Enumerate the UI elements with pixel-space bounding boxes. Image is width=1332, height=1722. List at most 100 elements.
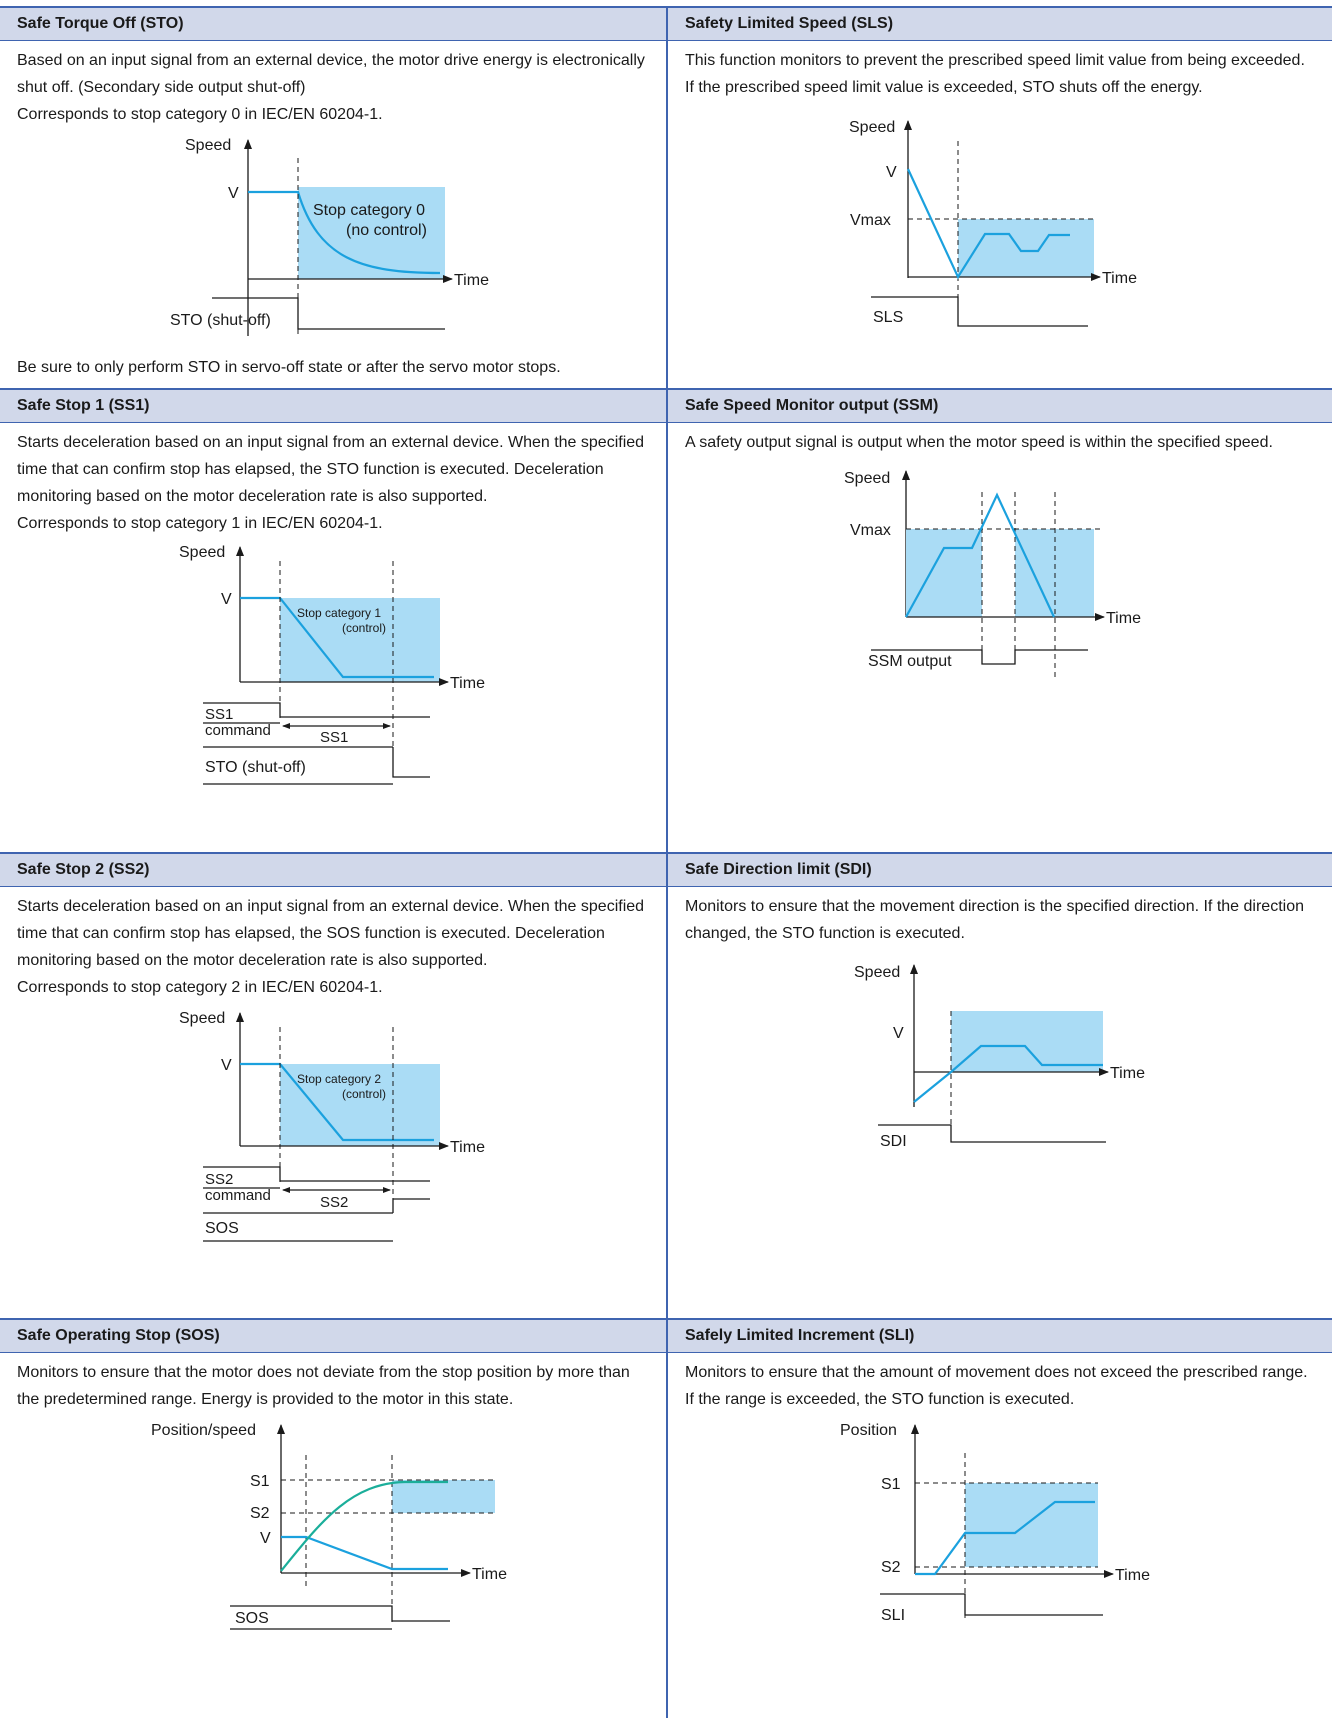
row-ss1-ssm: Safe Stop 1 (SS1) Starts deceleration ba… xyxy=(0,388,1332,852)
sli-diagram: Position Time S1 S2 SLI xyxy=(668,1413,1332,1653)
ss2-span-label: SS2 xyxy=(320,1194,348,1211)
sdi-v-label: V xyxy=(893,1025,904,1042)
cell-ss1: Safe Stop 1 (SS1) Starts deceleration ba… xyxy=(0,388,667,852)
sli-speed-label: Position xyxy=(840,1422,897,1439)
sto-diagram: Speed Time V Stop category 0 (no control… xyxy=(0,128,666,346)
ss2-stop-zone xyxy=(280,1064,440,1146)
sdi-time-label: Time xyxy=(1110,1065,1145,1082)
sli-zone xyxy=(965,1483,1098,1567)
ss2-speed-curve xyxy=(240,1062,434,1142)
cell-sls: Safety Limited Speed (SLS) This function… xyxy=(666,6,1332,388)
sls-time-label: Time xyxy=(1102,270,1137,287)
sto-stop-zone xyxy=(298,187,445,279)
cell-ssm: Safe Speed Monitor output (SSM) A safety… xyxy=(666,388,1332,852)
ss2-zone-label-1: Stop category 2 xyxy=(297,1072,381,1086)
safety-functions-table: Safe Torque Off (STO) Based on an input … xyxy=(0,6,1332,1718)
sto-speed-curve xyxy=(248,190,441,275)
sli-position-curve xyxy=(915,1500,1095,1576)
ss2-desc-2: Corresponds to stop category 2 in IEC/EN… xyxy=(17,979,383,996)
sli-desc: Monitors to ensure that the amount of mo… xyxy=(685,1364,1308,1408)
ss1-signal-label: STO (shut-off) xyxy=(205,759,306,776)
ss2-command-label-1: SS2 xyxy=(205,1171,233,1188)
ss2-command-line xyxy=(203,1166,430,1182)
sto-desc-2: Corresponds to stop category 0 in IEC/EN… xyxy=(17,106,383,123)
sto-note: Be sure to only perform STO in servo-off… xyxy=(17,359,561,376)
sto-signal-label: STO (shut-off) xyxy=(170,312,271,329)
cell-ss2: Safe Stop 2 (SS2) Starts deceleration ba… xyxy=(0,852,667,1318)
sdi-desc: Monitors to ensure that the movement dir… xyxy=(685,898,1304,942)
sdi-signal-label: SDI xyxy=(880,1133,907,1150)
sdi-signal-line xyxy=(878,1124,1106,1143)
header-ss2: Safe Stop 2 (SS2) xyxy=(0,852,666,887)
sli-signal-label: SLI xyxy=(881,1607,905,1624)
sos-desc: Monitors to ensure that the motor does n… xyxy=(17,1364,630,1408)
sos-signal-line xyxy=(230,1605,450,1622)
ss2-zone-label-2: (control) xyxy=(342,1087,386,1101)
ss1-command-line xyxy=(203,702,430,718)
sto-v-label: V xyxy=(228,185,239,202)
sls-desc: This function monitors to prevent the pr… xyxy=(685,52,1305,96)
sos-s1-label: S1 xyxy=(250,1473,270,1490)
sto-desc-1: Based on an input signal from an externa… xyxy=(17,52,645,96)
sos-diagram: Position/speed Time S1 S2 V SOS xyxy=(0,1413,666,1663)
cell-sto: Safe Torque Off (STO) Based on an input … xyxy=(0,6,667,388)
sls-signal-label: SLS xyxy=(873,309,903,326)
ss2-time-label: Time xyxy=(450,1139,485,1156)
header-sos: Safe Operating Stop (SOS) xyxy=(0,1318,666,1353)
sli-time-label: Time xyxy=(1115,1567,1150,1584)
row-sos-sli: Safe Operating Stop (SOS) Monitors to en… xyxy=(0,1318,1332,1718)
sos-signal-label: SOS xyxy=(235,1610,269,1627)
sos-time-label: Time xyxy=(472,1566,507,1583)
ss2-speed-label: Speed xyxy=(179,1010,225,1027)
sos-speed-label: Position/speed xyxy=(151,1422,256,1439)
header-sto: Safe Torque Off (STO) xyxy=(0,6,666,41)
ss1-zone-label-1: Stop category 1 xyxy=(297,606,381,620)
sls-v-label: V xyxy=(886,164,897,181)
ss1-desc-1: Starts deceleration based on an input si… xyxy=(17,434,645,505)
sli-signal-line xyxy=(880,1593,1103,1616)
sls-vmax-label: Vmax xyxy=(850,212,891,229)
sto-zone-label-2: (no control) xyxy=(346,222,427,239)
ss2-v-label: V xyxy=(221,1057,232,1074)
ss1-desc-2: Corresponds to stop category 1 in IEC/EN… xyxy=(17,515,383,532)
ss2-signal-line xyxy=(392,1198,430,1213)
header-sdi: Safe Direction limit (SDI) xyxy=(668,852,1332,887)
row-ss2-sdi: Safe Stop 2 (SS2) Starts deceleration ba… xyxy=(0,852,1332,1318)
cell-sdi: Safe Direction limit (SDI) Monitors to e… xyxy=(666,852,1332,1318)
ss1-command-label-1: SS1 xyxy=(205,706,233,723)
ss1-v-label: V xyxy=(221,591,232,608)
ss2-diagram: Speed Time V Stop category 2 (control) S… xyxy=(0,1001,666,1266)
sdi-speed-label: Speed xyxy=(854,964,900,981)
ss2-desc-1: Starts deceleration based on an input si… xyxy=(17,898,645,969)
ss1-stop-zone xyxy=(280,598,440,682)
sos-position-curve xyxy=(280,1480,448,1572)
sto-signal-line xyxy=(212,297,445,330)
header-ss1: Safe Stop 1 (SS1) xyxy=(0,388,666,423)
ssm-speed-label: Speed xyxy=(844,470,890,487)
sls-speed-curve xyxy=(907,168,1070,280)
ssm-signal-line xyxy=(871,649,1088,665)
ssm-diagram: Speed Time Vmax SSM output xyxy=(668,456,1332,696)
cell-sos: Safe Operating Stop (SOS) Monitors to en… xyxy=(0,1318,667,1718)
ss1-time-label: Time xyxy=(450,675,485,692)
sli-s2-label: S2 xyxy=(881,1559,901,1576)
sto-zone-label-1: Stop category 0 xyxy=(313,202,425,219)
sto-time-label: Time xyxy=(454,272,489,289)
sos-v-label: V xyxy=(260,1530,271,1547)
sls-signal-line xyxy=(871,296,1088,327)
sdi-speed-curve xyxy=(913,1044,1103,1103)
ss1-signal-line xyxy=(392,747,430,778)
ssm-vmax-label: Vmax xyxy=(850,522,891,539)
sos-zone xyxy=(392,1480,495,1513)
sdi-zone xyxy=(951,1011,1103,1072)
ss1-command-label-2: command xyxy=(205,722,271,739)
ss1-zone-label-2: (control) xyxy=(342,621,386,635)
sos-s2-label: S2 xyxy=(250,1505,270,1522)
ss1-speed-label: Speed xyxy=(179,544,225,561)
cell-sli: Safely Limited Increment (SLI) Monitors … xyxy=(666,1318,1332,1718)
ssm-speed-curve xyxy=(905,492,1055,618)
row-sto-sls: Safe Torque Off (STO) Based on an input … xyxy=(0,6,1332,388)
ssm-desc: A safety output signal is output when th… xyxy=(685,434,1273,451)
sos-speed-curve xyxy=(281,1535,448,1571)
header-sli: Safely Limited Increment (SLI) xyxy=(668,1318,1332,1353)
